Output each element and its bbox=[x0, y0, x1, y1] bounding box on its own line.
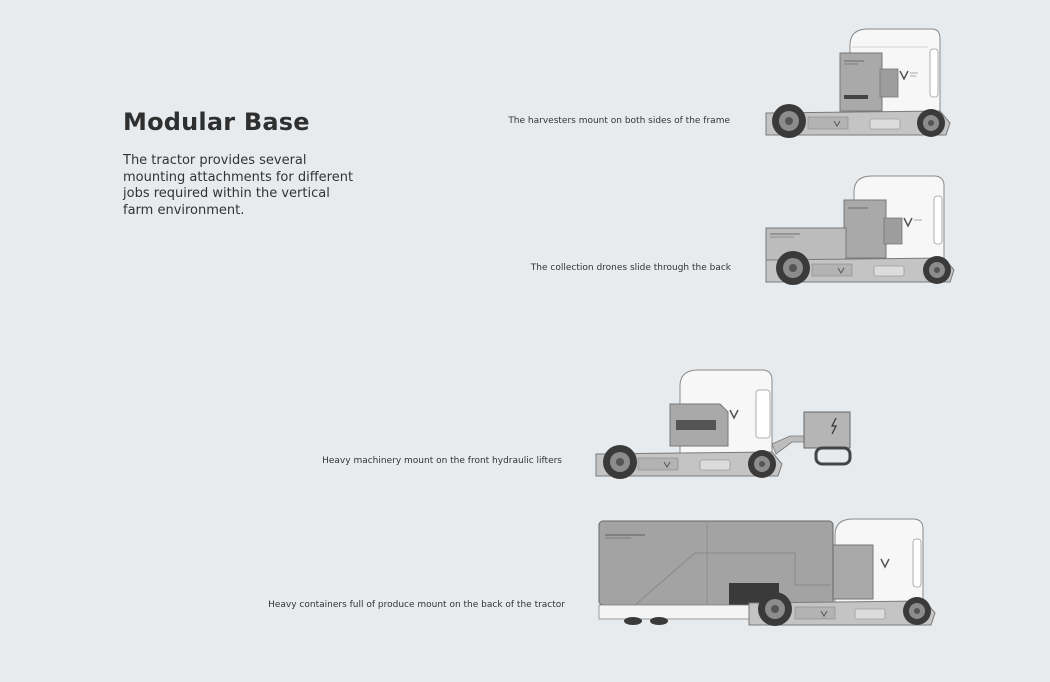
tractor-harvester-illustration bbox=[765, 28, 951, 138]
page-title: Modular Base bbox=[123, 108, 310, 136]
caption-container: Heavy containers full of produce mount o… bbox=[268, 600, 565, 610]
caption-harvester: The harvesters mount on both sides of th… bbox=[508, 116, 730, 126]
caption-collection-drones: The collection drones slide through the … bbox=[530, 263, 731, 273]
tractor-container-illustration bbox=[598, 518, 936, 626]
caption-heavy-machinery: Heavy machinery mount on the front hydra… bbox=[322, 456, 562, 466]
tractor-drone-collector-illustration bbox=[765, 175, 955, 285]
tractor-heavy-machinery-illustration bbox=[595, 369, 852, 479]
page-description: The tractor provides several mounting at… bbox=[123, 153, 354, 218]
